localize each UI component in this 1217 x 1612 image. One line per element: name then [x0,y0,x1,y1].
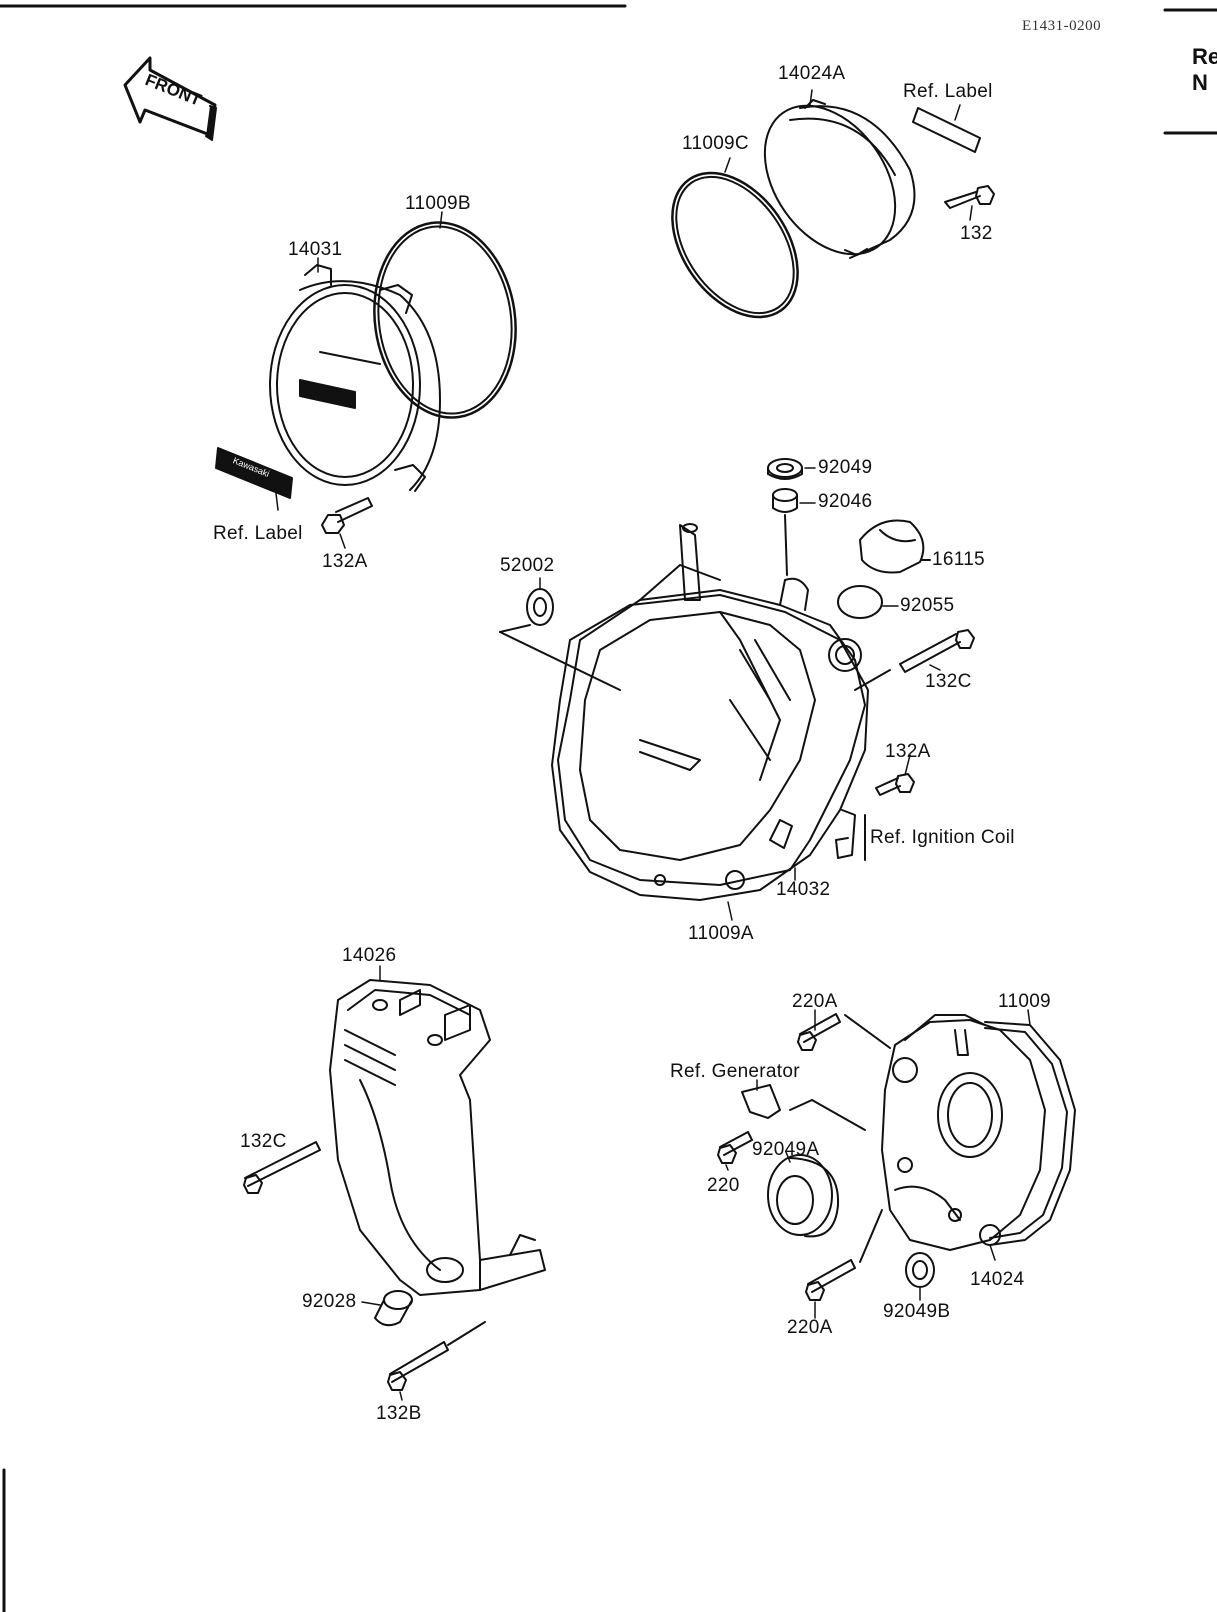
part-label-92049b: 92049B [883,1301,951,1322]
part-label-220a-top: 220A [792,991,838,1012]
part-label-11009a: 11009A [688,923,754,944]
part-92049a-seal [767,1154,840,1238]
part-16115-cap [859,519,931,574]
bolt-132c-left [243,1141,321,1194]
bolt-220a-bottom [805,1209,883,1301]
part-11009-gasket [984,1021,1076,1246]
part-label-132b: 132B [376,1403,422,1424]
part-label-132: 132 [960,223,993,244]
ref-label-strip-top [912,107,981,153]
part-label-ref-ignition-coil: Ref. Ignition Coil [870,827,1015,848]
part-92046-bearing [772,488,798,576]
part-11009a-gasket [551,594,869,901]
ref-ignition-coil-bracket [835,809,866,861]
bolt-132a-right [875,773,915,796]
part-label-92046: 92046 [818,491,873,512]
ref-label-strip-left: Kawasaki [215,447,293,499]
part-label-14031: 14031 [288,239,343,260]
bolt-132a-left [321,497,373,534]
part-label-ref-generator: Ref. Generator [670,1061,800,1082]
part-11009b-gasket [373,221,517,419]
bolt-132c-right [854,629,975,691]
ref-generator-bracket [741,1084,866,1131]
bolt-132 [944,185,995,209]
part-92049-seal [767,458,803,480]
part-92055-oring [837,585,883,619]
part-14024a-cover [763,99,916,259]
part-label-16115: 16115 [932,549,985,570]
part-label-132a-left: 132A [322,551,368,572]
part-label-92055: 92055 [900,595,955,616]
part-label-14032: 14032 [776,879,831,900]
part-label-132c-left: 132C [240,1131,287,1152]
part-label-ref-label-left: Ref. Label [213,523,303,544]
part-label-220: 220 [707,1175,740,1196]
part-label-132a-right: 132A [885,741,931,762]
part-label-ref-label-top: Ref. Label [903,81,993,102]
part-label-11009c: 11009C [682,133,749,154]
part-label-14026: 14026 [342,945,397,966]
part-label-14024a: 14024A [778,63,846,84]
part-label-92028: 92028 [302,1291,357,1312]
bolt-220 [717,1131,753,1164]
part-label-11009: 11009 [998,991,1051,1012]
page-edge-marks [0,4,1217,1612]
bolt-220a-top [797,1013,891,1051]
part-52002-seal [499,588,621,691]
part-92028-collar [374,1290,413,1327]
part-14031-cover [269,264,441,492]
bolt-132b [387,1321,486,1391]
part-label-14024: 14024 [970,1269,1025,1290]
part-label-132c-right: 132C [925,671,972,692]
part-14026-chain-cover [329,979,546,1296]
part-label-11009b: 11009B [405,193,471,214]
part-11009c-gasket [671,171,799,319]
diagram-code: E1431-0200 [1022,18,1102,34]
part-14024-sprocket-cover [881,1014,1046,1251]
part-14032-housing [557,523,866,890]
corner-text-top: Re [1192,44,1217,69]
front-arrow-icon: FRONT [123,56,217,141]
part-label-92049a: 92049A [752,1139,820,1160]
part-label-52002: 52002 [500,555,555,576]
part-label-92049: 92049 [818,457,873,478]
leader-lines [274,89,1031,1401]
corner-text-bottom: N [1192,70,1208,95]
part-92049b-seal [905,1252,935,1288]
part-label-220a-bottom: 220A [787,1317,833,1338]
